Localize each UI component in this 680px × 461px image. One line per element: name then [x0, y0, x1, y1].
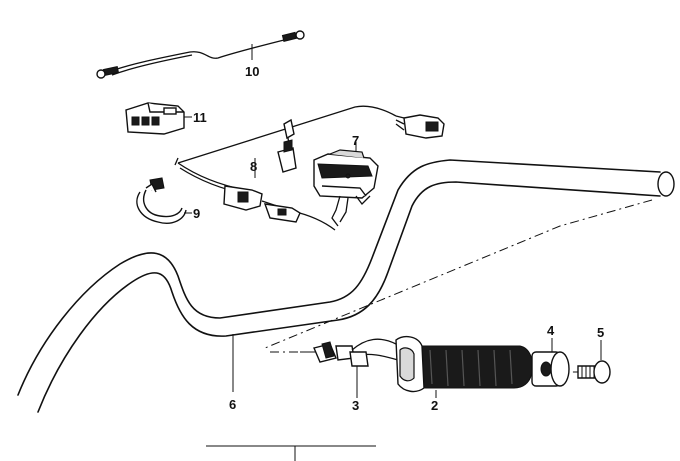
- part-7-switch-unit: [313, 142, 379, 227]
- callout-6: 6: [229, 397, 236, 412]
- callout-11: 11: [193, 110, 207, 125]
- callout-5: 5: [597, 325, 604, 340]
- part-2-grip: [395, 335, 533, 398]
- part-4-bar-end: [531, 338, 570, 387]
- part-10-ground-cable: [96, 30, 305, 79]
- part-11-connector: [125, 102, 192, 135]
- part-9-cable-clamp: [136, 177, 192, 224]
- callout-7: 7: [352, 133, 359, 148]
- part-8-wiring-harness: [174, 105, 445, 231]
- part-3-grip-wire: [300, 338, 399, 398]
- callout-10: 10: [245, 64, 259, 79]
- part-5-screw: [577, 340, 611, 384]
- callout-9: 9: [193, 206, 200, 221]
- part-6-handlebar: [17, 159, 675, 413]
- callout-2: 2: [431, 398, 438, 413]
- callout-3: 3: [352, 398, 359, 413]
- reference-line: [206, 445, 376, 461]
- callout-8: 8: [250, 159, 257, 174]
- callout-4: 4: [547, 323, 555, 338]
